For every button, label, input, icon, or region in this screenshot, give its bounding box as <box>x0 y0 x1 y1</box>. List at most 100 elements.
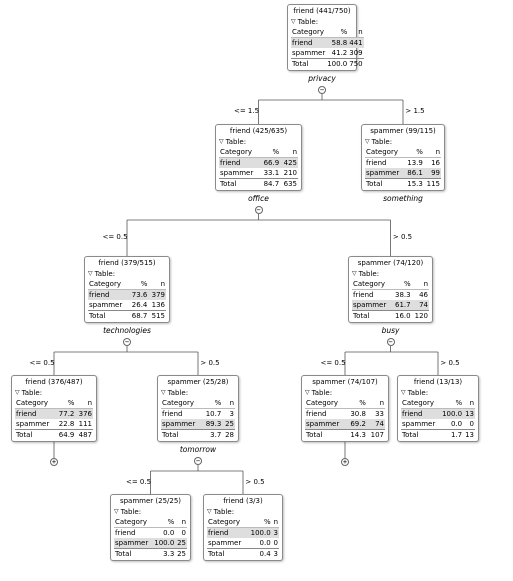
total-cell: 750 <box>348 58 364 69</box>
total-label: Total <box>365 178 405 189</box>
total-cell: 120 <box>411 310 429 321</box>
total-cell: 68.7 <box>128 310 149 321</box>
table-toggle[interactable]: ▽Table: <box>88 269 166 279</box>
table-cell: 61.7 <box>391 300 412 311</box>
split-attribute-label: something <box>383 194 423 203</box>
triangle-down-icon[interactable]: ▽ <box>207 508 212 515</box>
triangle-down-icon[interactable]: ▽ <box>401 389 406 396</box>
table-cell: 13.9 <box>407 159 423 167</box>
triangle-down-icon[interactable]: ▽ <box>365 138 370 145</box>
table-cell: spammer <box>16 420 50 428</box>
table-toggle[interactable]: ▽Table: <box>401 388 475 398</box>
table-toggle[interactable]: ▽Table: <box>114 507 187 517</box>
table-cell: spammer <box>365 168 405 179</box>
table-cell: 13 <box>463 408 475 419</box>
total-cell: 3.3 <box>151 548 176 559</box>
table-cell: 25 <box>222 419 235 430</box>
expand-icon[interactable]: + <box>341 458 349 466</box>
table-header-cell: % <box>391 279 412 290</box>
edge-condition-label: > 0.5 <box>245 477 265 486</box>
table-cell: spammer <box>161 419 202 430</box>
table-toggle[interactable]: ▽Table: <box>219 137 298 147</box>
table-header-row: Category%n <box>305 398 385 409</box>
edge-condition-label: <= 0.5 <box>320 358 346 367</box>
collapse-icon[interactable]: − <box>254 206 263 214</box>
split-attribute-label: technologies <box>103 326 151 335</box>
total-label: Total <box>305 429 347 440</box>
triangle-down-icon[interactable]: ▽ <box>291 18 296 25</box>
table-toggle[interactable]: ▽Table: <box>305 388 385 398</box>
total-cell: 3.7 <box>201 429 223 440</box>
triangle-down-icon[interactable]: ▽ <box>219 138 224 145</box>
node-title: friend (441/750) <box>293 7 351 15</box>
table-toggle[interactable]: ▽Table: <box>15 388 93 398</box>
node-title: spammer (74/120) <box>357 259 424 267</box>
triangle-down-icon[interactable]: ▽ <box>161 389 166 396</box>
table-header-cell: % <box>259 147 281 158</box>
table-header-cell: Category <box>15 398 56 409</box>
table-header-cell: n <box>423 147 441 158</box>
total-cell: 15.3 <box>404 178 424 189</box>
table-toggle[interactable]: ▽Table: <box>161 388 235 398</box>
table-cell: 0.0 <box>163 529 175 537</box>
table-cell: friend <box>353 291 374 299</box>
table-cell: friend <box>207 527 247 538</box>
collapse-icon[interactable]: − <box>194 457 202 465</box>
table-cell: friend <box>291 37 327 48</box>
table-cell: 136 <box>151 301 165 309</box>
total-cell: 115 <box>423 178 441 189</box>
collapse-icon[interactable]: − <box>386 338 395 346</box>
table-cell: 3 <box>229 410 234 418</box>
table-row: spammer 0.0 0 <box>401 419 475 430</box>
collapse-icon[interactable]: − <box>318 86 326 94</box>
table-header-row: Category%n <box>161 398 235 409</box>
table-cell: 425 <box>280 157 298 168</box>
total-cell: 25 <box>175 548 187 559</box>
expand-icon[interactable]: + <box>50 458 58 466</box>
table-cell: spammer <box>402 420 436 428</box>
table-toggle[interactable]: ▽Table: <box>365 137 441 147</box>
table-cell: 0 <box>181 529 186 537</box>
table-cell: 66.9 <box>259 157 281 168</box>
table-header-cell: Category <box>401 398 440 409</box>
table-toggle[interactable]: ▽Table: <box>207 507 279 517</box>
triangle-down-icon[interactable]: ▽ <box>15 389 20 396</box>
table-cell: 0 <box>469 420 474 428</box>
table-label: Table: <box>297 18 319 26</box>
triangle-down-icon[interactable]: ▽ <box>305 389 310 396</box>
triangle-down-icon[interactable]: ▽ <box>114 508 119 515</box>
table-cell: 0.0 <box>450 420 463 428</box>
table-cell: 99 <box>423 168 441 179</box>
split-attribute-label: tomorrow <box>179 445 217 454</box>
triangle-down-icon[interactable]: ▽ <box>88 270 93 277</box>
table-toggle[interactable]: ▽Table: <box>352 269 429 279</box>
table-cell: friend <box>401 408 440 419</box>
table-header-cell: Category <box>352 279 392 290</box>
triangle-down-icon[interactable]: ▽ <box>352 270 357 277</box>
node-title: spammer (74/107) <box>312 378 378 386</box>
table-cell: 41.2 <box>331 49 348 57</box>
collapse-icon[interactable]: − <box>123 338 131 346</box>
table-toggle[interactable]: ▽Table: <box>291 17 353 27</box>
